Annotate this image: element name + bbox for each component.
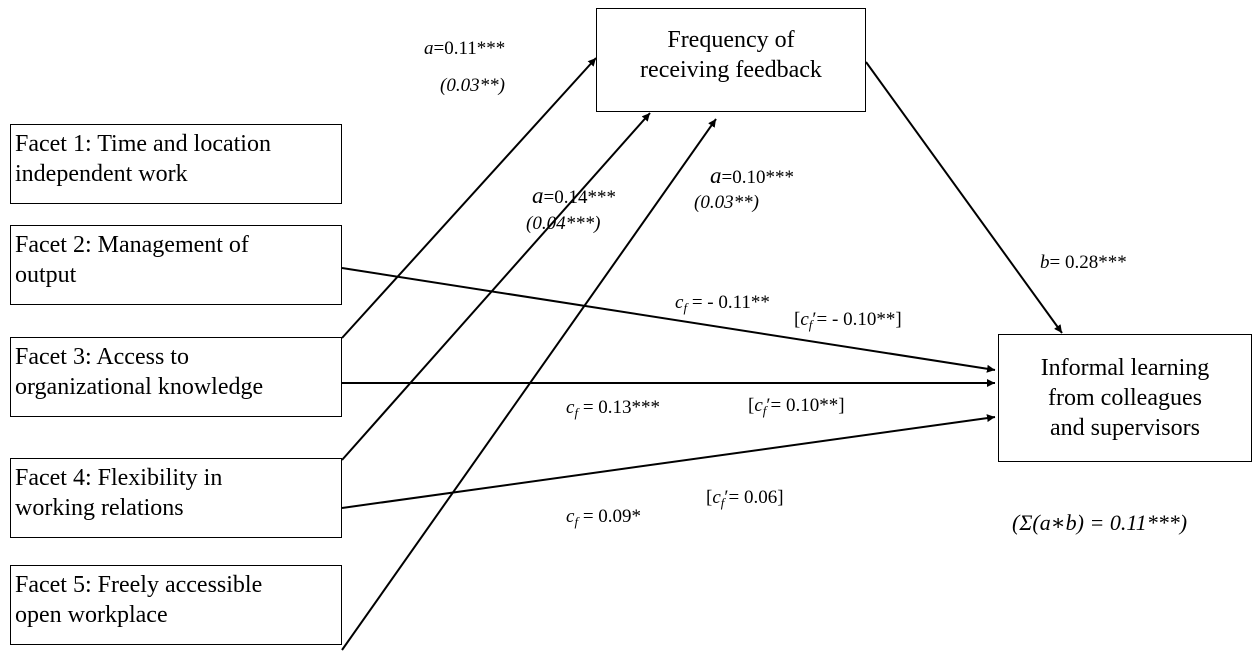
c-subscript: f	[574, 405, 579, 420]
facet-5-line-2: open workplace	[15, 602, 168, 628]
c-prime-value: ′= 0.10**	[766, 395, 839, 416]
a-facet4-indirect: (0.04***)	[526, 213, 601, 234]
c-prime-subscript: f	[808, 317, 813, 332]
a-value: =0.11***	[433, 38, 506, 59]
c-facet2-coef: cf = - 0.11**	[675, 292, 770, 314]
a-symbol: a	[710, 163, 722, 188]
outcome-line-2: from colleagues	[1048, 385, 1202, 411]
facet-1-line-1: Facet 1: Time and location	[15, 131, 271, 157]
facet-3-line-1: Facet 3: Access to	[15, 344, 189, 370]
facet-3-box: Facet 3: Access to organizational knowle…	[10, 337, 342, 417]
facet-1-line-2: independent work	[15, 161, 188, 187]
bracket-close: ]	[838, 395, 845, 416]
c-symbol: c	[566, 506, 575, 527]
c-value: = 0.09*	[578, 506, 642, 527]
facet-2-line-1: Facet 2: Management of	[15, 232, 249, 258]
outcome-line-3: and supervisors	[1050, 415, 1200, 441]
feedback-line-2: receiving feedback	[640, 57, 822, 83]
facet-1-box: Facet 1: Time and location independent w…	[10, 124, 342, 204]
a-symbol: a	[424, 38, 434, 59]
c-prime-symbol: c	[800, 309, 809, 330]
a-facet5-coef: a=0.10***	[710, 163, 794, 189]
c-prime-symbol: c	[712, 487, 721, 508]
c-symbol: c	[675, 292, 684, 313]
arrow-facet4-to-outcome	[341, 414, 996, 509]
a-facet3-indirect: (0.03**)	[440, 75, 505, 96]
c-subscript: f	[574, 514, 579, 529]
facet-2-box: Facet 2: Management of output	[10, 225, 342, 305]
a-facet4-coef: a=0.14***	[532, 183, 616, 209]
bracket-open: [	[706, 487, 713, 508]
bracket-close: ]	[895, 309, 902, 330]
a-facet5-indirect: (0.03**)	[694, 192, 759, 213]
a-value: =0.14***	[543, 187, 616, 208]
c-facet3-prime: [cf′= 0.10**]	[748, 395, 845, 417]
bracket-open: [	[794, 309, 801, 330]
feedback-box: Frequency of receiving feedback	[596, 8, 866, 112]
bracket-close: ]	[777, 487, 784, 508]
c-prime-symbol: c	[754, 395, 763, 416]
c-value: = - 0.11**	[687, 292, 770, 313]
bracket-open: [	[748, 395, 755, 416]
arrow-facet5-to-feedback	[341, 118, 717, 651]
facet-4-box: Facet 4: Flexibility in working relation…	[10, 458, 342, 538]
outcome-box: Informal learning from colleagues and su…	[998, 334, 1252, 462]
arrow-facet4-to-feedback	[341, 112, 651, 461]
total-indirect-effect: (Σ(a∗b) = 0.11***)	[1012, 510, 1188, 535]
outcome-line-1: Informal learning	[1040, 355, 1210, 381]
b-value: = 0.28***	[1049, 252, 1127, 273]
c-facet2-prime: [cf′= - 0.10**]	[794, 309, 902, 331]
facet-4-line-2: working relations	[15, 495, 184, 521]
c-prime-value: ′= - 0.10**	[812, 309, 896, 330]
facet-4-line-1: Facet 4: Flexibility in	[15, 465, 223, 491]
arrow-facet3-to-feedback	[341, 57, 597, 339]
c-facet4-prime: [cf′= 0.06]	[706, 487, 784, 509]
c-symbol: c	[566, 397, 575, 418]
a-symbol: a	[532, 183, 544, 208]
b-symbol: b	[1040, 252, 1050, 273]
c-prime-subscript: f	[720, 495, 725, 510]
c-facet3-coef: cf = 0.13***	[566, 397, 660, 419]
facet-5-box: Facet 5: Freely accessible open workplac…	[10, 565, 342, 645]
b-coef: b= 0.28***	[1040, 252, 1127, 274]
c-facet4-coef: cf = 0.09*	[566, 506, 641, 528]
arrow-feedback-to-outcome	[865, 61, 1063, 334]
feedback-line-1: Frequency of	[667, 27, 795, 53]
a-facet3-coef: a=0.11***	[424, 38, 505, 60]
facet-5-line-1: Facet 5: Freely accessible	[15, 572, 263, 598]
c-prime-subscript: f	[762, 403, 767, 418]
facet-2-line-2: output	[15, 262, 77, 288]
facet-3-line-2: organizational knowledge	[15, 374, 264, 400]
c-prime-value: ′= 0.06	[724, 487, 778, 508]
c-subscript: f	[683, 300, 688, 315]
a-value: =0.10***	[721, 167, 794, 188]
c-value: = 0.13***	[578, 397, 661, 418]
arrow-facet2-to-outcome	[341, 267, 996, 373]
